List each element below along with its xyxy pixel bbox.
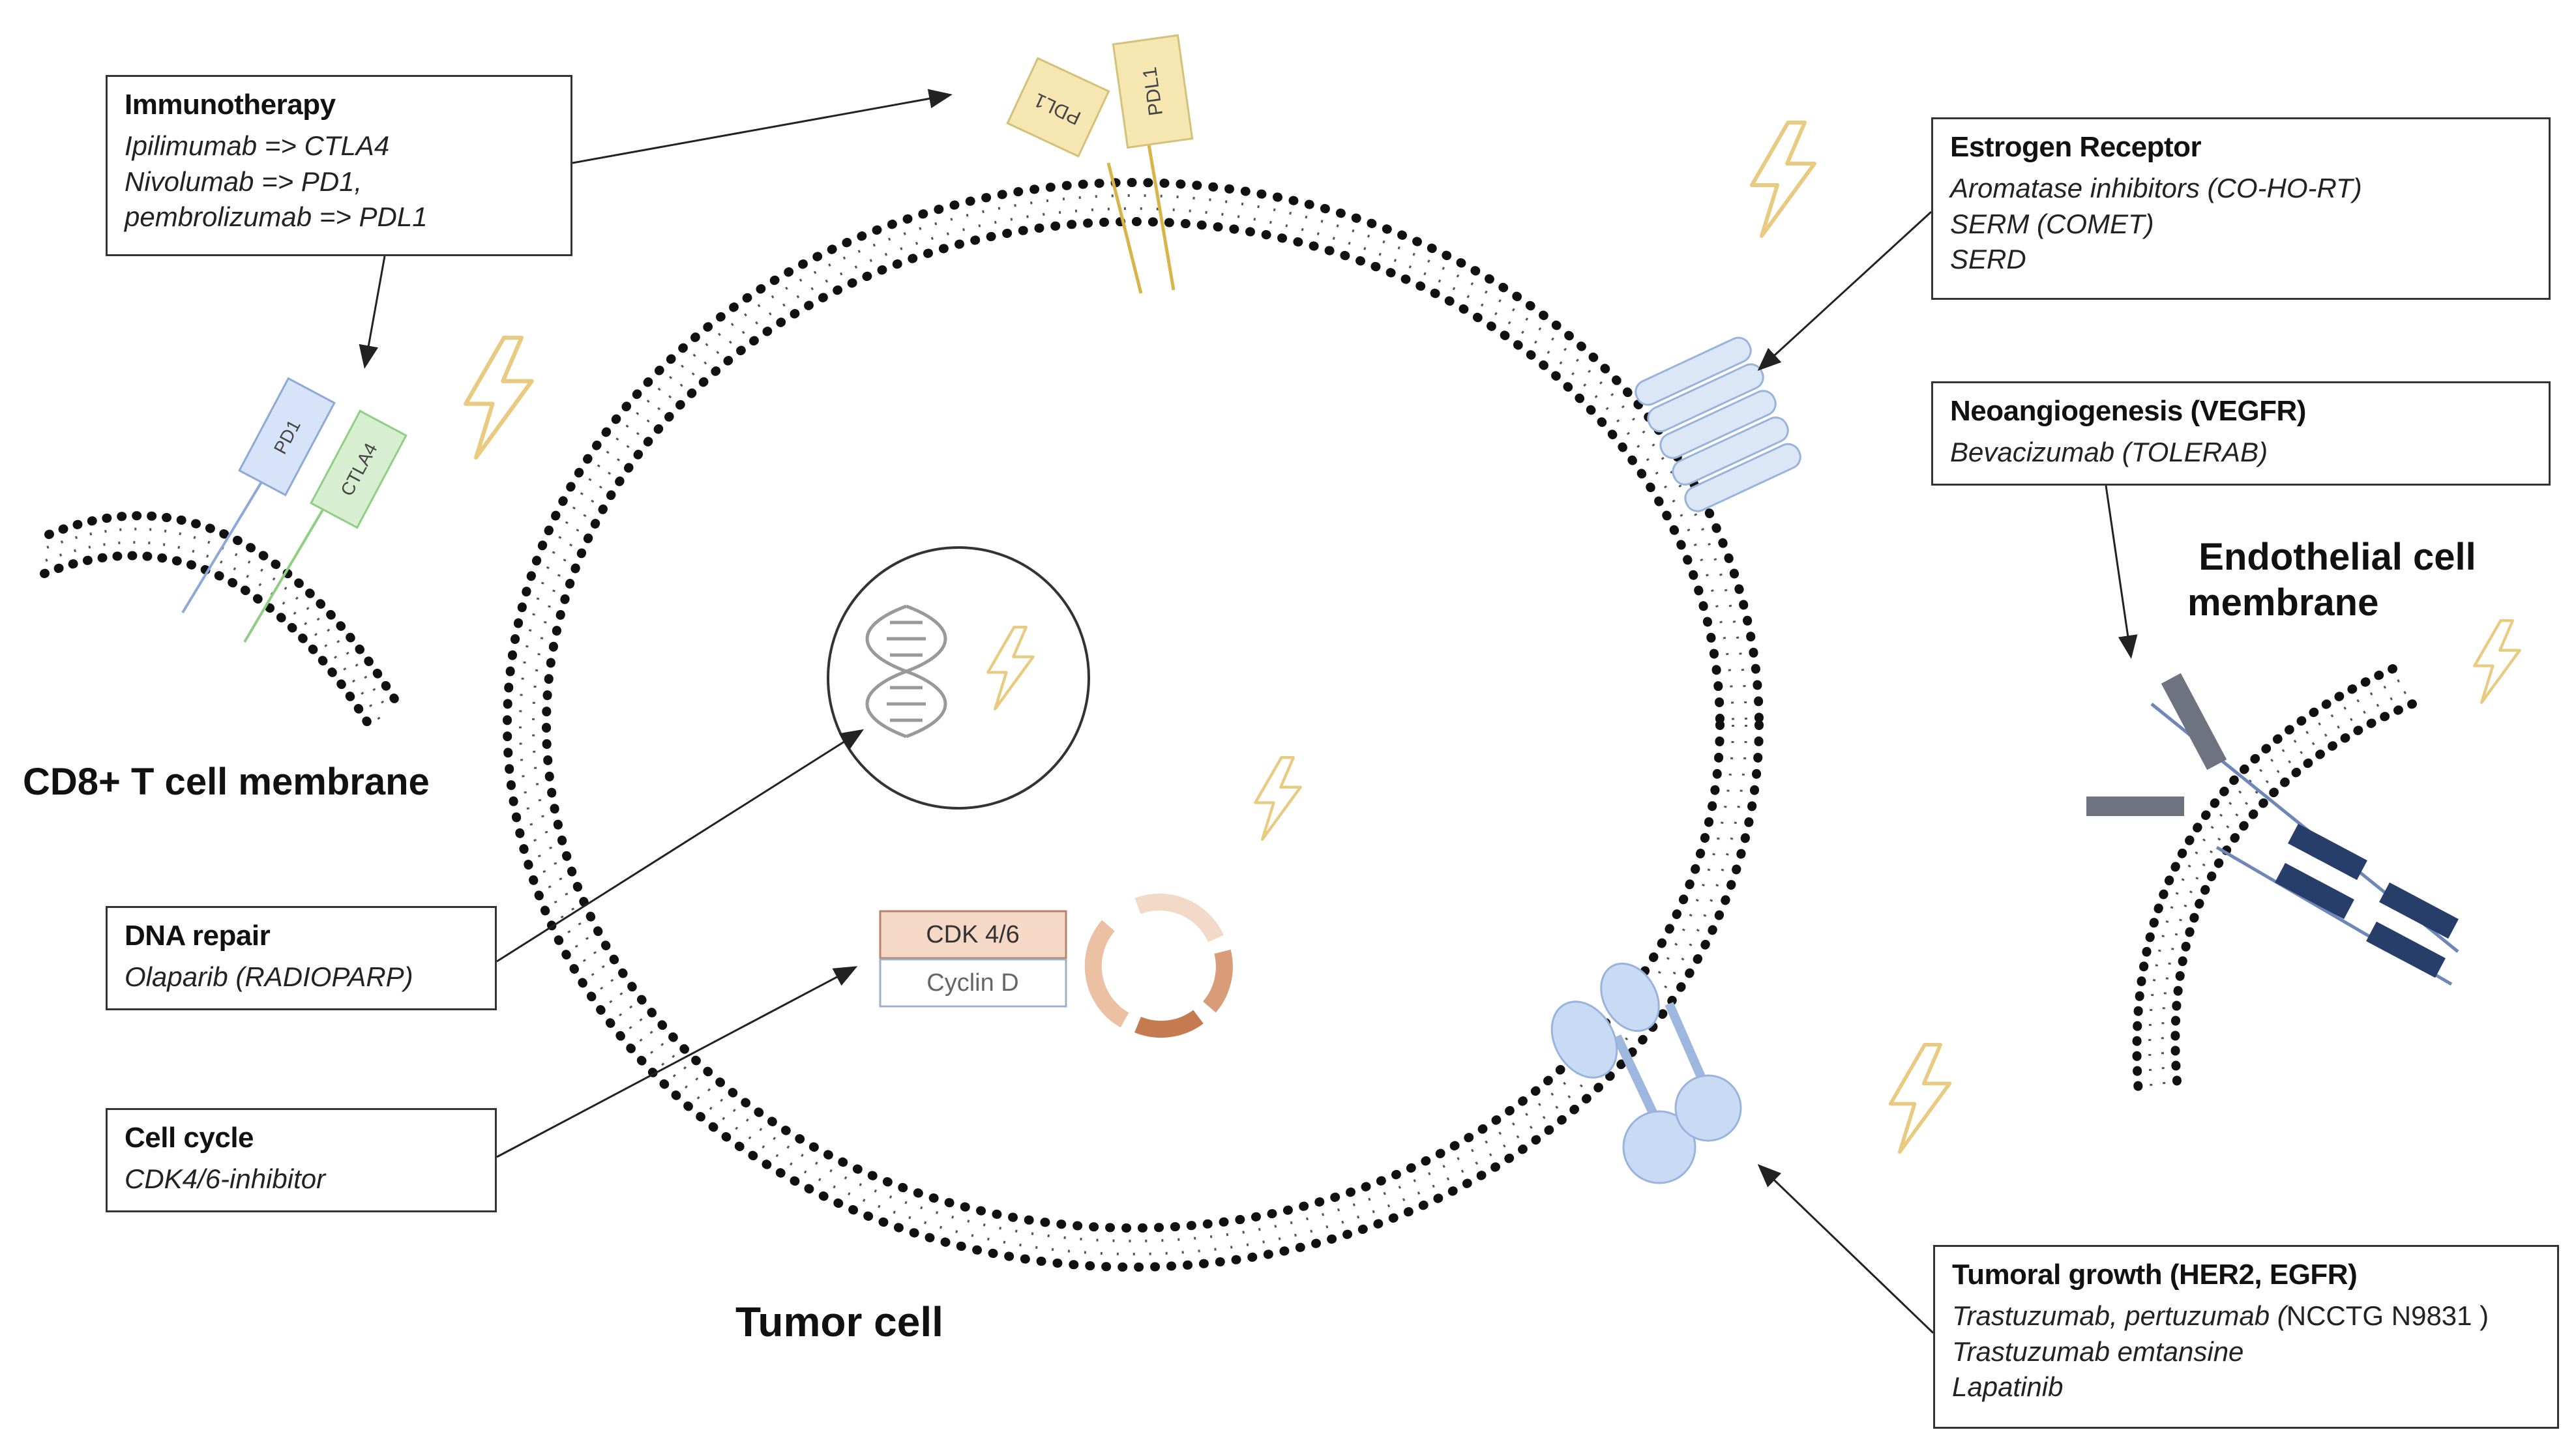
tumoral-growth-line: Trastuzumab emtansine [1952, 1336, 2244, 1367]
estrogen-line: SERD [1950, 244, 2026, 275]
tumoral-growth-line: Trastuzumab, pertuzumab (NCCTG N9831 ) [1952, 1298, 2540, 1334]
cdk-label: CDK 4/6 [926, 921, 1020, 948]
vegfr-receptor [2086, 673, 2459, 986]
immunotherapy-line: pembrolizumab => PDL1 [125, 201, 428, 233]
cell-cycle-ring-icon [1084, 893, 1233, 1038]
dna-helix-icon [865, 604, 947, 738]
endothelial-membrane-label: Endothelial cell membrane [2187, 534, 2487, 625]
tcell-membrane-label: CD8+ T cell membrane [23, 761, 430, 803]
dna-repair-box: DNA repair Olaparib (RADIOPARP) [106, 906, 497, 1010]
cell-cycle-box: Cell cycle CDK4/6-inhibitor [106, 1108, 497, 1212]
arrow-vegfr [2105, 485, 2138, 659]
arrow-estrogen [1757, 211, 1932, 372]
cell-cycle-line: CDK4/6-inhibitor [125, 1163, 326, 1195]
immunotherapy-title: Immunotherapy [125, 89, 336, 121]
tcell-membrane: PD1 CTLA4 [40, 377, 407, 738]
lightning-icon [466, 338, 531, 458]
tumoral-growth-drugs: Trastuzumab, pertuzumab ( [1952, 1300, 2287, 1332]
immunotherapy-line: Nivolumab => PD1, [125, 166, 363, 197]
tumoral-growth-line: Lapatinib [1952, 1371, 2064, 1403]
tumoral-growth-title: Tumoral growth (HER2, EGFR) [1952, 1259, 2358, 1291]
estrogen-line: SERM (COMET) [1950, 208, 2154, 239]
dna-repair-title: DNA repair [125, 920, 271, 952]
endothelial-label-line2: membrane [2187, 581, 2379, 624]
arrow-tumoral-growth [1757, 1163, 1934, 1334]
her2-egfr-receptor [1550, 962, 1742, 1184]
lightning-icon [1752, 123, 1814, 236]
neoangiogenesis-line: Bevacizumab (TOLERAB) [1950, 437, 2268, 468]
tumoral-growth-box: Tumoral growth (HER2, EGFR) Trastuzumab,… [1933, 1245, 2559, 1429]
estrogen-receptor-box: Estrogen Receptor Aromatase inhibitors (… [1931, 117, 2551, 300]
neoangiogenesis-box: Neoangiogenesis (VEGFR) Bevacizumab (TOL… [1931, 381, 2551, 486]
estrogen-receptor [1635, 336, 1801, 512]
endothelial-membrane [2086, 664, 2459, 1097]
dna-repair-line: Olaparib (RADIOPARP) [125, 961, 413, 993]
lightning-icon [1255, 757, 1300, 840]
endothelial-label-line1: Endothelial cell [2198, 536, 2476, 578]
estrogen-title: Estrogen Receptor [1950, 131, 2202, 163]
dna-nucleus [827, 546, 1090, 810]
arrows [359, 89, 2138, 1334]
arrow-immuno-to-tcell [359, 256, 386, 369]
tumor-cell-membrane [503, 178, 1764, 1272]
estrogen-line: Aromatase inhibitors (CO-HO-RT) [1950, 173, 2362, 204]
neoangiogenesis-title: Neoangiogenesis (VEGFR) [1950, 395, 2306, 427]
arrow-dna-repair [496, 729, 865, 963]
lightning-icon [2474, 621, 2519, 703]
arrow-immuno-to-pdl1 [572, 89, 953, 164]
lightning-icon [1891, 1045, 1950, 1152]
tumor-cell-label: Tumor cell [735, 1298, 943, 1345]
immunotherapy-box: Immunotherapy Ipilimumab => CTLA4 Nivolu… [106, 75, 572, 256]
pdl1-receptors: PDL1 PDL1 [1006, 34, 1194, 294]
immunotherapy-line: Ipilimumab => CTLA4 [125, 130, 390, 162]
cdk-cyclin-complex: CDK 4/6 Cyclin D [879, 910, 1067, 1008]
arrow-cell-cycle [496, 966, 858, 1158]
tumoral-growth-trial: NCCTG N9831 ) [2286, 1300, 2489, 1332]
cyclin-label: Cyclin D [926, 969, 1018, 997]
cell-cycle-title: Cell cycle [125, 1122, 254, 1154]
